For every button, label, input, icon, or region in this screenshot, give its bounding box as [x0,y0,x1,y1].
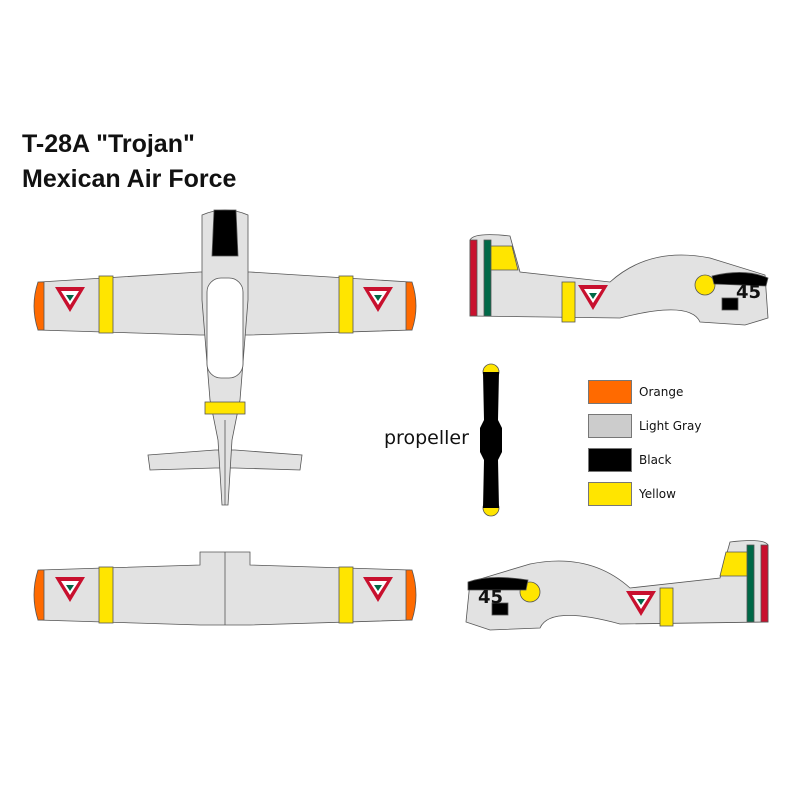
propeller-label: propeller [384,427,469,449]
yellow-swatch [588,482,632,506]
legend-item-light-gray: Light Gray [588,414,701,438]
side-number-upper: 45 [736,282,761,303]
propeller-drawing [480,363,502,517]
title-aircraft: T-28A "Trojan" [22,130,195,158]
legend-label: Black [639,453,672,467]
black-swatch [588,448,632,472]
title-operator: Mexican Air Force [22,165,237,193]
side-view-upper: 45 [469,234,769,326]
legend-item-yellow: Yellow [588,482,676,506]
top-view [33,209,417,506]
bottom-view [33,551,417,626]
side-number-lower: 45 [478,587,503,608]
legend-item-black: Black [588,448,671,472]
legend-label: Orange [639,385,684,399]
legend-label: Yellow [639,487,676,501]
legend-item-orange: Orange [588,380,683,404]
light-gray-swatch [588,414,632,438]
orange-swatch [588,380,632,404]
legend-label: Light Gray [639,419,702,433]
side-view-lower: 45 [465,540,769,631]
